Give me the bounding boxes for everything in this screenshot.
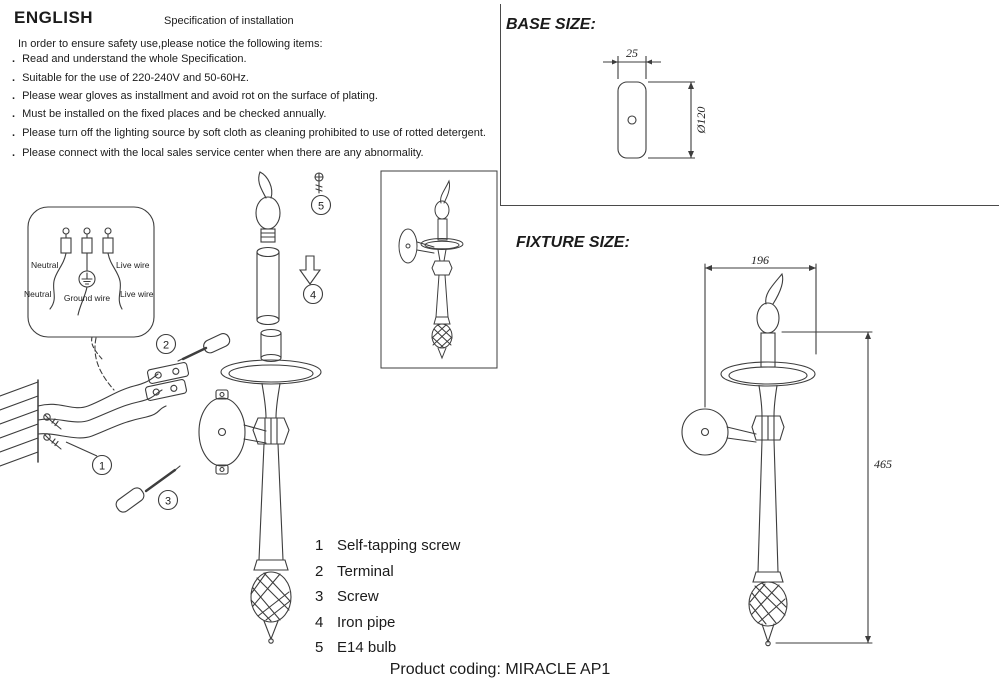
parts-legend: 1 Self-tapping screw 2 Terminal 3 Screw 4 Ir… bbox=[315, 537, 460, 656]
inset-drawing bbox=[380, 170, 498, 369]
wall-section bbox=[0, 379, 39, 467]
screwdriver-bottom bbox=[115, 465, 181, 513]
safety-item-text: Please wear gloves as installment and av… bbox=[22, 90, 378, 102]
callout-5: 5 bbox=[310, 194, 332, 216]
bullet: . bbox=[12, 108, 16, 120]
legend-number: 4 bbox=[315, 613, 324, 631]
mounting-arm bbox=[243, 424, 267, 444]
ground-symbol-icon bbox=[78, 270, 96, 288]
legend-number: 3 bbox=[315, 588, 324, 605]
base-size-drawing: 25 Ø120 bbox=[603, 46, 708, 159]
base-diameter-dim: Ø120 bbox=[694, 107, 708, 135]
faceted-knob-drawing bbox=[252, 417, 290, 445]
inset-border bbox=[380, 170, 498, 369]
callout-5-number: 5 bbox=[318, 201, 324, 213]
bullet: . bbox=[12, 72, 16, 84]
spec-subtitle: Specification of installation bbox=[164, 15, 294, 27]
callout-2-number: 2 bbox=[163, 340, 169, 352]
assembly-drawing bbox=[0, 171, 324, 644]
wall-plate-drawing bbox=[198, 389, 246, 475]
candle-socket-drawing bbox=[260, 328, 282, 363]
wall-wires bbox=[37, 373, 167, 439]
callout-1-number: 1 bbox=[99, 461, 105, 473]
callout-4-number: 4 bbox=[310, 290, 316, 302]
legend-number: 2 bbox=[315, 562, 324, 580]
legend-item: 4 Iron pipe bbox=[315, 614, 460, 631]
wiring-leader-line bbox=[94, 337, 115, 391]
dimension-arrows bbox=[612, 59, 694, 158]
screwdriver-top bbox=[177, 333, 231, 362]
product-coding: Product coding: MIRACLE AP1 bbox=[389, 661, 611, 678]
safety-item: . Suitable for the use of 220-240V and 50… bbox=[12, 72, 249, 84]
wire-label-ground: Ground wire bbox=[64, 293, 111, 303]
legend-number: 1 bbox=[315, 537, 324, 554]
bullet: . bbox=[12, 53, 16, 65]
fixture-height-dim: 465 bbox=[874, 457, 892, 471]
base-profile bbox=[603, 56, 695, 159]
callout-2: 2 bbox=[155, 333, 177, 355]
wiring-drawing bbox=[27, 206, 155, 360]
legend-item: 5 E14 bulb bbox=[315, 639, 460, 656]
safety-item-text: Please turn off the lighting source by s… bbox=[22, 127, 486, 139]
callout-3-number: 3 bbox=[165, 496, 171, 508]
wire-label-live-bottom: Live wire bbox=[120, 289, 154, 299]
safety-item: . Read and understand the whole Specifica… bbox=[12, 53, 247, 65]
base-thickness-dim: 25 bbox=[626, 46, 638, 60]
safety-item-text: Must be installed on the fixed places an… bbox=[22, 108, 327, 120]
fixture-size-title: FIXTURE SIZE: bbox=[516, 234, 630, 251]
assembled-lamp-inset bbox=[380, 170, 498, 369]
legend-label: Terminal bbox=[337, 562, 394, 580]
callout-4: 4 bbox=[302, 283, 324, 305]
iron-pipe-drawing bbox=[256, 246, 280, 326]
base-size-title: BASE SIZE: bbox=[506, 16, 596, 33]
bullet: . bbox=[12, 147, 16, 159]
callout-3: 3 bbox=[157, 489, 179, 511]
legend-label: Self-tapping screw bbox=[337, 537, 461, 554]
horizontal-divider bbox=[500, 205, 999, 206]
legend-item: 3 Screw bbox=[315, 588, 460, 605]
legend-label: E14 bulb bbox=[337, 639, 397, 656]
wiring-diagram: Neutral Live wire Neutral Ground wire Li… bbox=[24, 206, 155, 360]
fixture-size-drawing: 196 465 bbox=[681, 253, 892, 647]
wire-label-neutral-top: Neutral bbox=[31, 260, 59, 270]
legend-item: 2 Terminal bbox=[315, 563, 460, 580]
wire-label-live-top: Live wire bbox=[116, 260, 150, 270]
dimension-arrows bbox=[705, 265, 871, 643]
safety-item: . Must be installed on the fixed places a… bbox=[12, 108, 326, 120]
callout-1: 1 bbox=[65, 441, 113, 476]
safety-item: . Please connect with the local sales ser… bbox=[12, 147, 424, 159]
safety-item: . Please wear gloves as installment and a… bbox=[12, 90, 378, 102]
legend-item: 1 Self-tapping screw bbox=[315, 537, 460, 554]
legend-label: Screw bbox=[337, 588, 379, 605]
legend-number: 5 bbox=[315, 639, 324, 656]
safety-item: . Please turn off the lighting source by … bbox=[12, 127, 486, 139]
vertical-divider bbox=[500, 4, 501, 205]
bullet: . bbox=[12, 127, 16, 139]
safety-item-text: Suitable for the use of 220-240V and 50-… bbox=[22, 72, 249, 84]
finial-drawing bbox=[250, 559, 292, 644]
e14-bulb-drawing bbox=[255, 171, 281, 243]
language-title: ENGLISH bbox=[14, 8, 94, 27]
legend-label: Iron pipe bbox=[337, 613, 396, 631]
bobeche-tray-drawing bbox=[220, 359, 322, 419]
stem-drawing bbox=[258, 443, 284, 561]
fixture-width-dim: 196 bbox=[751, 253, 769, 267]
fixture-profile bbox=[681, 263, 873, 647]
terminal-blocks bbox=[144, 362, 190, 401]
safety-intro: In order to ensure safety use,please not… bbox=[18, 38, 323, 50]
safety-item-text: Please connect with the local sales serv… bbox=[22, 147, 424, 159]
safety-item-text: Read and understand the whole Specificat… bbox=[22, 53, 247, 65]
insert-arrow-icon bbox=[298, 255, 322, 285]
bullet: . bbox=[12, 90, 16, 102]
wire-label-neutral-bottom: Neutral bbox=[24, 289, 52, 299]
screw-icon bbox=[314, 172, 324, 194]
self-tapping-screws bbox=[43, 413, 62, 450]
exploded-assembly-diagram: 1 2 3 4 5 bbox=[0, 171, 332, 644]
